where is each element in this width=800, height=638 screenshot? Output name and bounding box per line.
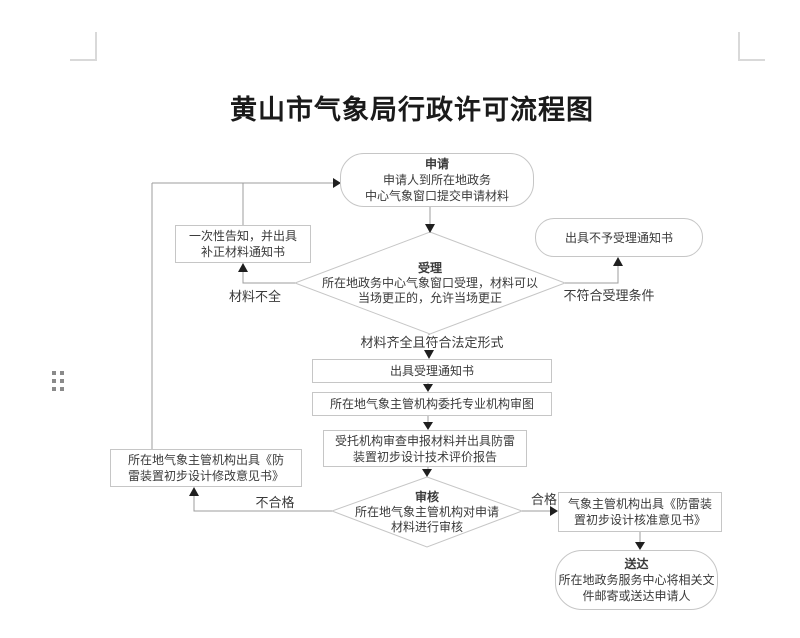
node-text-line: 所在地气象主管机构对申请 [354, 504, 499, 519]
node-reject-notice: 出具不予受理通知书 [535, 218, 703, 257]
node-text-line: 中心气象窗口提交申请材料 [364, 189, 509, 203]
node-text-line: 申请人到所在地政务 [382, 173, 491, 187]
node-text-line: 所在地气象主管机构委托专业机构审图 [329, 397, 534, 411]
connector-lines [151, 182, 641, 545]
node-text-line: 受托机构审查申报材料并出具防雷 [334, 433, 515, 448]
node-audit-title: 审核 [414, 489, 439, 504]
node-revision-opinion: 所在地气象主管机构出具《防 雷装置初步设计修改意见书》 [110, 449, 302, 487]
edge-label-complete: 材料齐全且符合法定形式 [352, 335, 512, 350]
audit-diamond-shape [330, 476, 524, 548]
page-title: 黄山市气象局行政许可流程图 [230, 95, 594, 125]
node-apply: 申请 申请人到所在地政务 中心气象窗口提交申请材料 [340, 153, 534, 207]
node-text-line: 所在地政务中心气象窗口受理，材料可以 [321, 275, 538, 290]
node-apply-title: 申请 [424, 157, 449, 171]
node-delegate-review: 所在地气象主管机构委托专业机构审图 [312, 392, 552, 416]
node-text-line: 置初步设计核准意见书》 [573, 513, 706, 527]
node-approval-opinion: 气象主管机构出具《防雷装 置初步设计核准意见书》 [558, 492, 722, 532]
node-text-line: 出具不予受理通知书 [564, 230, 673, 245]
node-text-line: 当场更正的，允许当场更正 [357, 290, 502, 305]
node-text-line: 材料进行审核 [390, 519, 463, 534]
node-text-line: 所在地政务服务中心将相关文 [558, 573, 715, 587]
node-text-line: 装置初步设计技术评价报告 [352, 449, 497, 464]
page-margin-mark-top-left [70, 32, 97, 61]
drag-handle-icon[interactable] [52, 371, 64, 391]
edge-label-fail: 不合格 [255, 495, 295, 510]
edge-label-incomplete: 材料不全 [228, 289, 281, 304]
edge-label-not-qualified: 不符合受理条件 [563, 288, 655, 303]
node-text-line: 一次性告知，并出具 [188, 229, 297, 243]
node-accept-diamond-text: 受理 所在地政务中心气象窗口受理，材料可以 当场更正的，允许当场更正 [300, 238, 560, 328]
node-text-line: 出具受理通知书 [389, 364, 474, 378]
node-technical-review: 受托机构审查申报材料并出具防雷 装置初步设计技术评价报告 [323, 430, 527, 467]
node-text-line: 气象主管机构出具《防雷装 [567, 497, 712, 511]
node-text-line: 件邮寄或送达申请人 [582, 589, 691, 603]
node-text-line: 雷装置初步设计修改意见书》 [127, 469, 284, 483]
arrowheads [189, 178, 645, 550]
node-text-line: 所在地气象主管机构出具《防 [127, 453, 284, 467]
node-text-line: 补正材料通知书 [200, 245, 285, 259]
node-onetime-notice: 一次性告知，并出具 补正材料通知书 [175, 225, 311, 263]
accept-diamond-shape [293, 231, 567, 335]
page-margin-mark-top-right [738, 32, 765, 61]
node-deliver: 送达 所在地政务服务中心将相关文 件邮寄或送达申请人 [555, 550, 718, 610]
node-acceptance-notice: 出具受理通知书 [312, 359, 552, 383]
node-accept-title: 受理 [417, 260, 442, 275]
node-deliver-title: 送达 [624, 557, 649, 571]
edge-label-pass: 合格 [530, 492, 557, 507]
node-audit-diamond-text: 审核 所在地气象主管机构对申请 材料进行审核 [307, 482, 547, 542]
